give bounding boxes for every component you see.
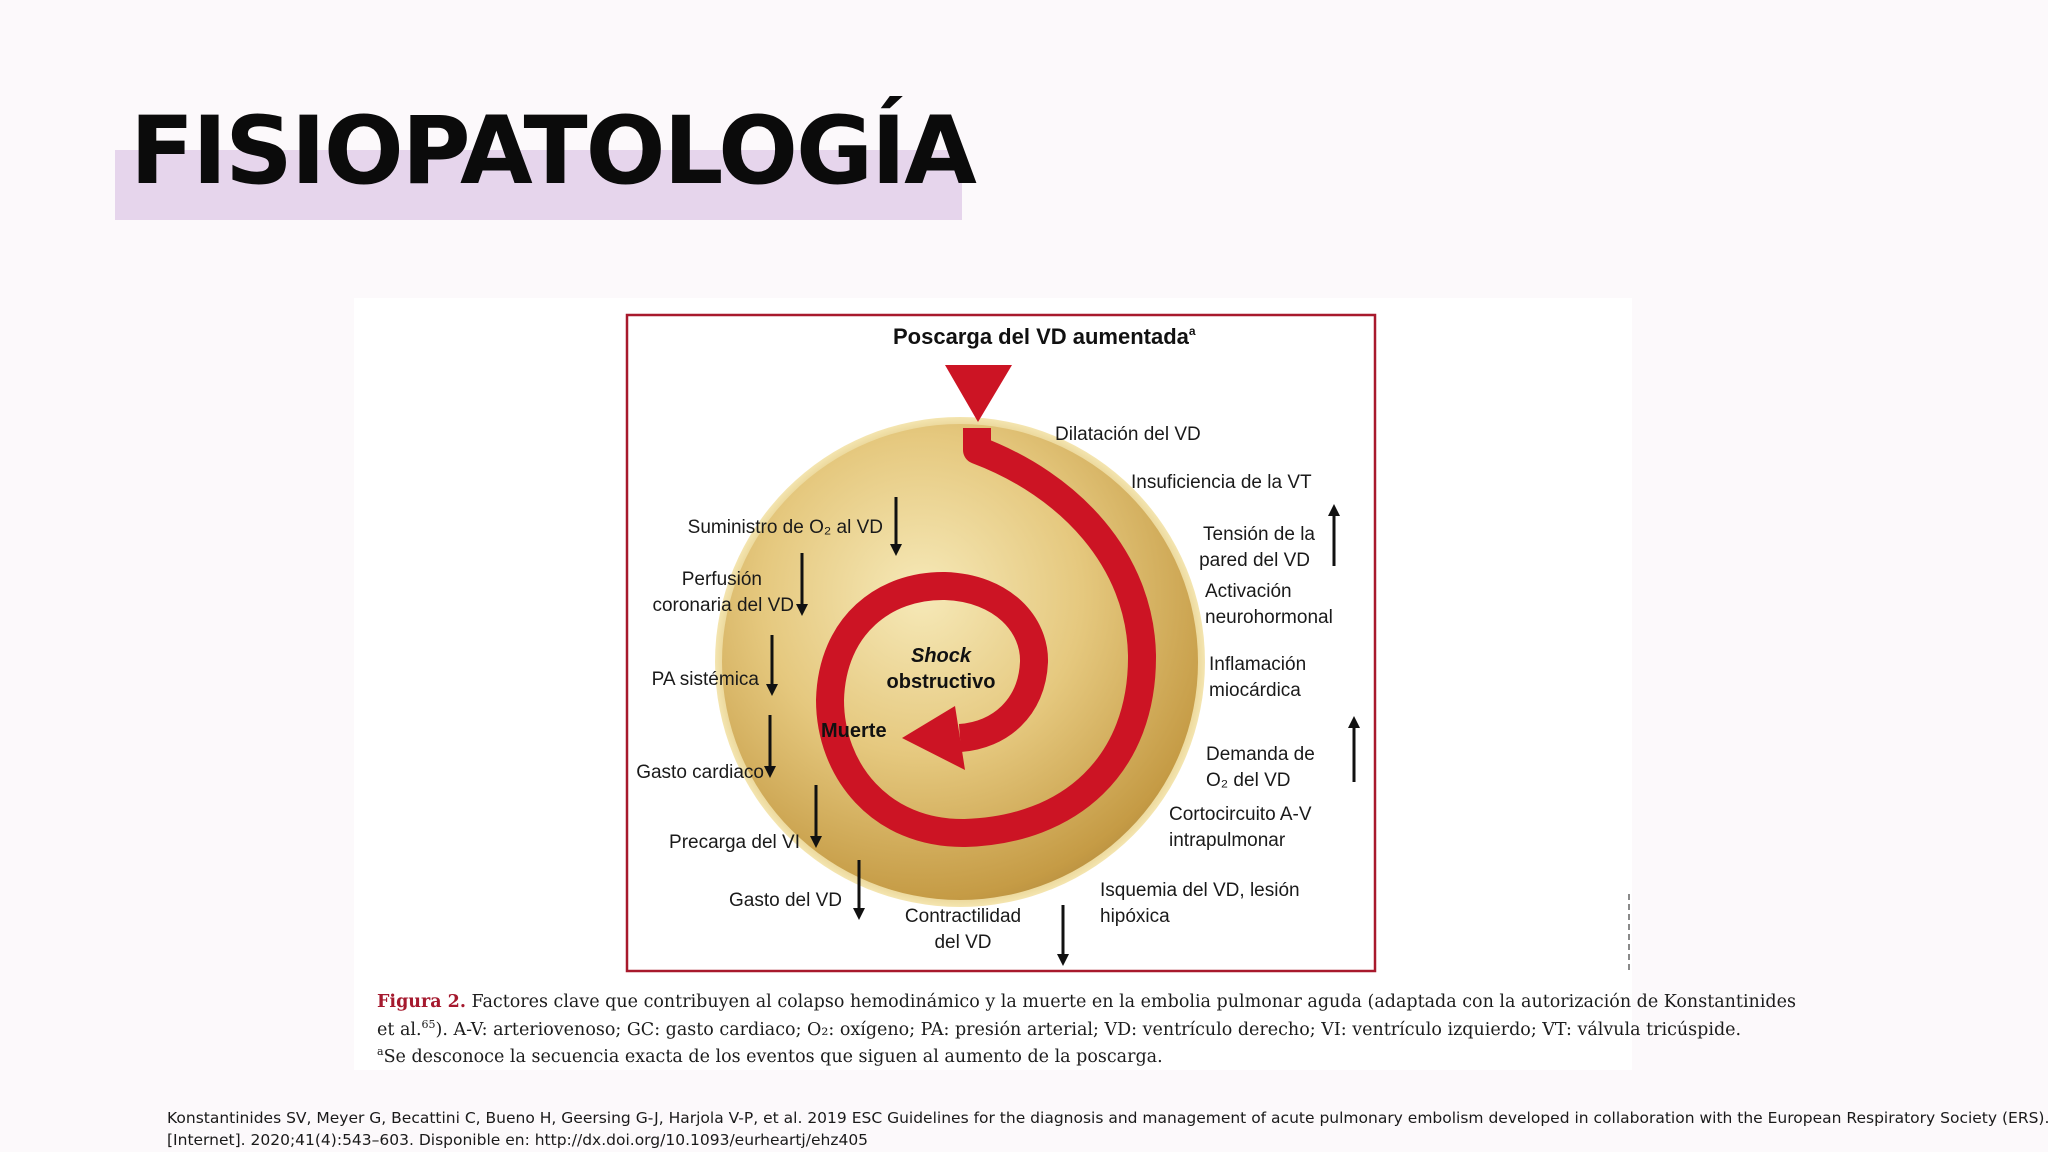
right-label-2: Insuficiencia de la VT	[1131, 472, 1312, 493]
slide-title: FISIOPATOLOGÍA	[130, 97, 977, 206]
title-highlight	[115, 150, 962, 220]
right-label-1: Dilatación del VD	[1055, 424, 1201, 445]
left-label-1: Suministro de O₂ al VD	[688, 517, 883, 538]
caption-figure-label: Figura 2.	[377, 992, 466, 1012]
top-entry-arrow	[945, 365, 1012, 422]
reference-citation: Konstantinides SV, Meyer G, Becattini C,…	[167, 1107, 2048, 1151]
selection-dashed-edge	[1628, 894, 1630, 970]
figure-caption: Figura 2. Factores clave que contribuyen…	[377, 992, 1796, 1068]
spiral-path	[816, 428, 1157, 848]
left-label-3: PA sistémica	[652, 669, 760, 690]
caption-line-2: et al.65). A-V: arteriovenoso; GC: gasto…	[377, 1017, 1742, 1040]
reference-line-2: [Internet]. 2020;41(4):543–603. Disponib…	[167, 1131, 869, 1149]
caption-line-3: aSe desconoce la secuencia exacta de los…	[377, 1044, 1163, 1067]
center-label-line2: obstructivo	[887, 671, 996, 693]
left-label-6: Gasto del VD	[729, 890, 842, 911]
reference-line-1: Konstantinides SV, Meyer G, Becattini C,…	[167, 1109, 2048, 1127]
spiral-arrowhead	[902, 706, 965, 770]
top-label: Poscarga del VD aumentadaa	[893, 324, 1196, 349]
center-label-line1: Shock	[911, 645, 972, 667]
caption-line-1: Figura 2. Factores clave que contribuyen…	[377, 992, 1796, 1012]
left-label-5: Precarga del VI	[669, 832, 800, 853]
end-label: Muerte	[821, 720, 887, 742]
left-label-4: Gasto cardiaco	[636, 762, 764, 783]
